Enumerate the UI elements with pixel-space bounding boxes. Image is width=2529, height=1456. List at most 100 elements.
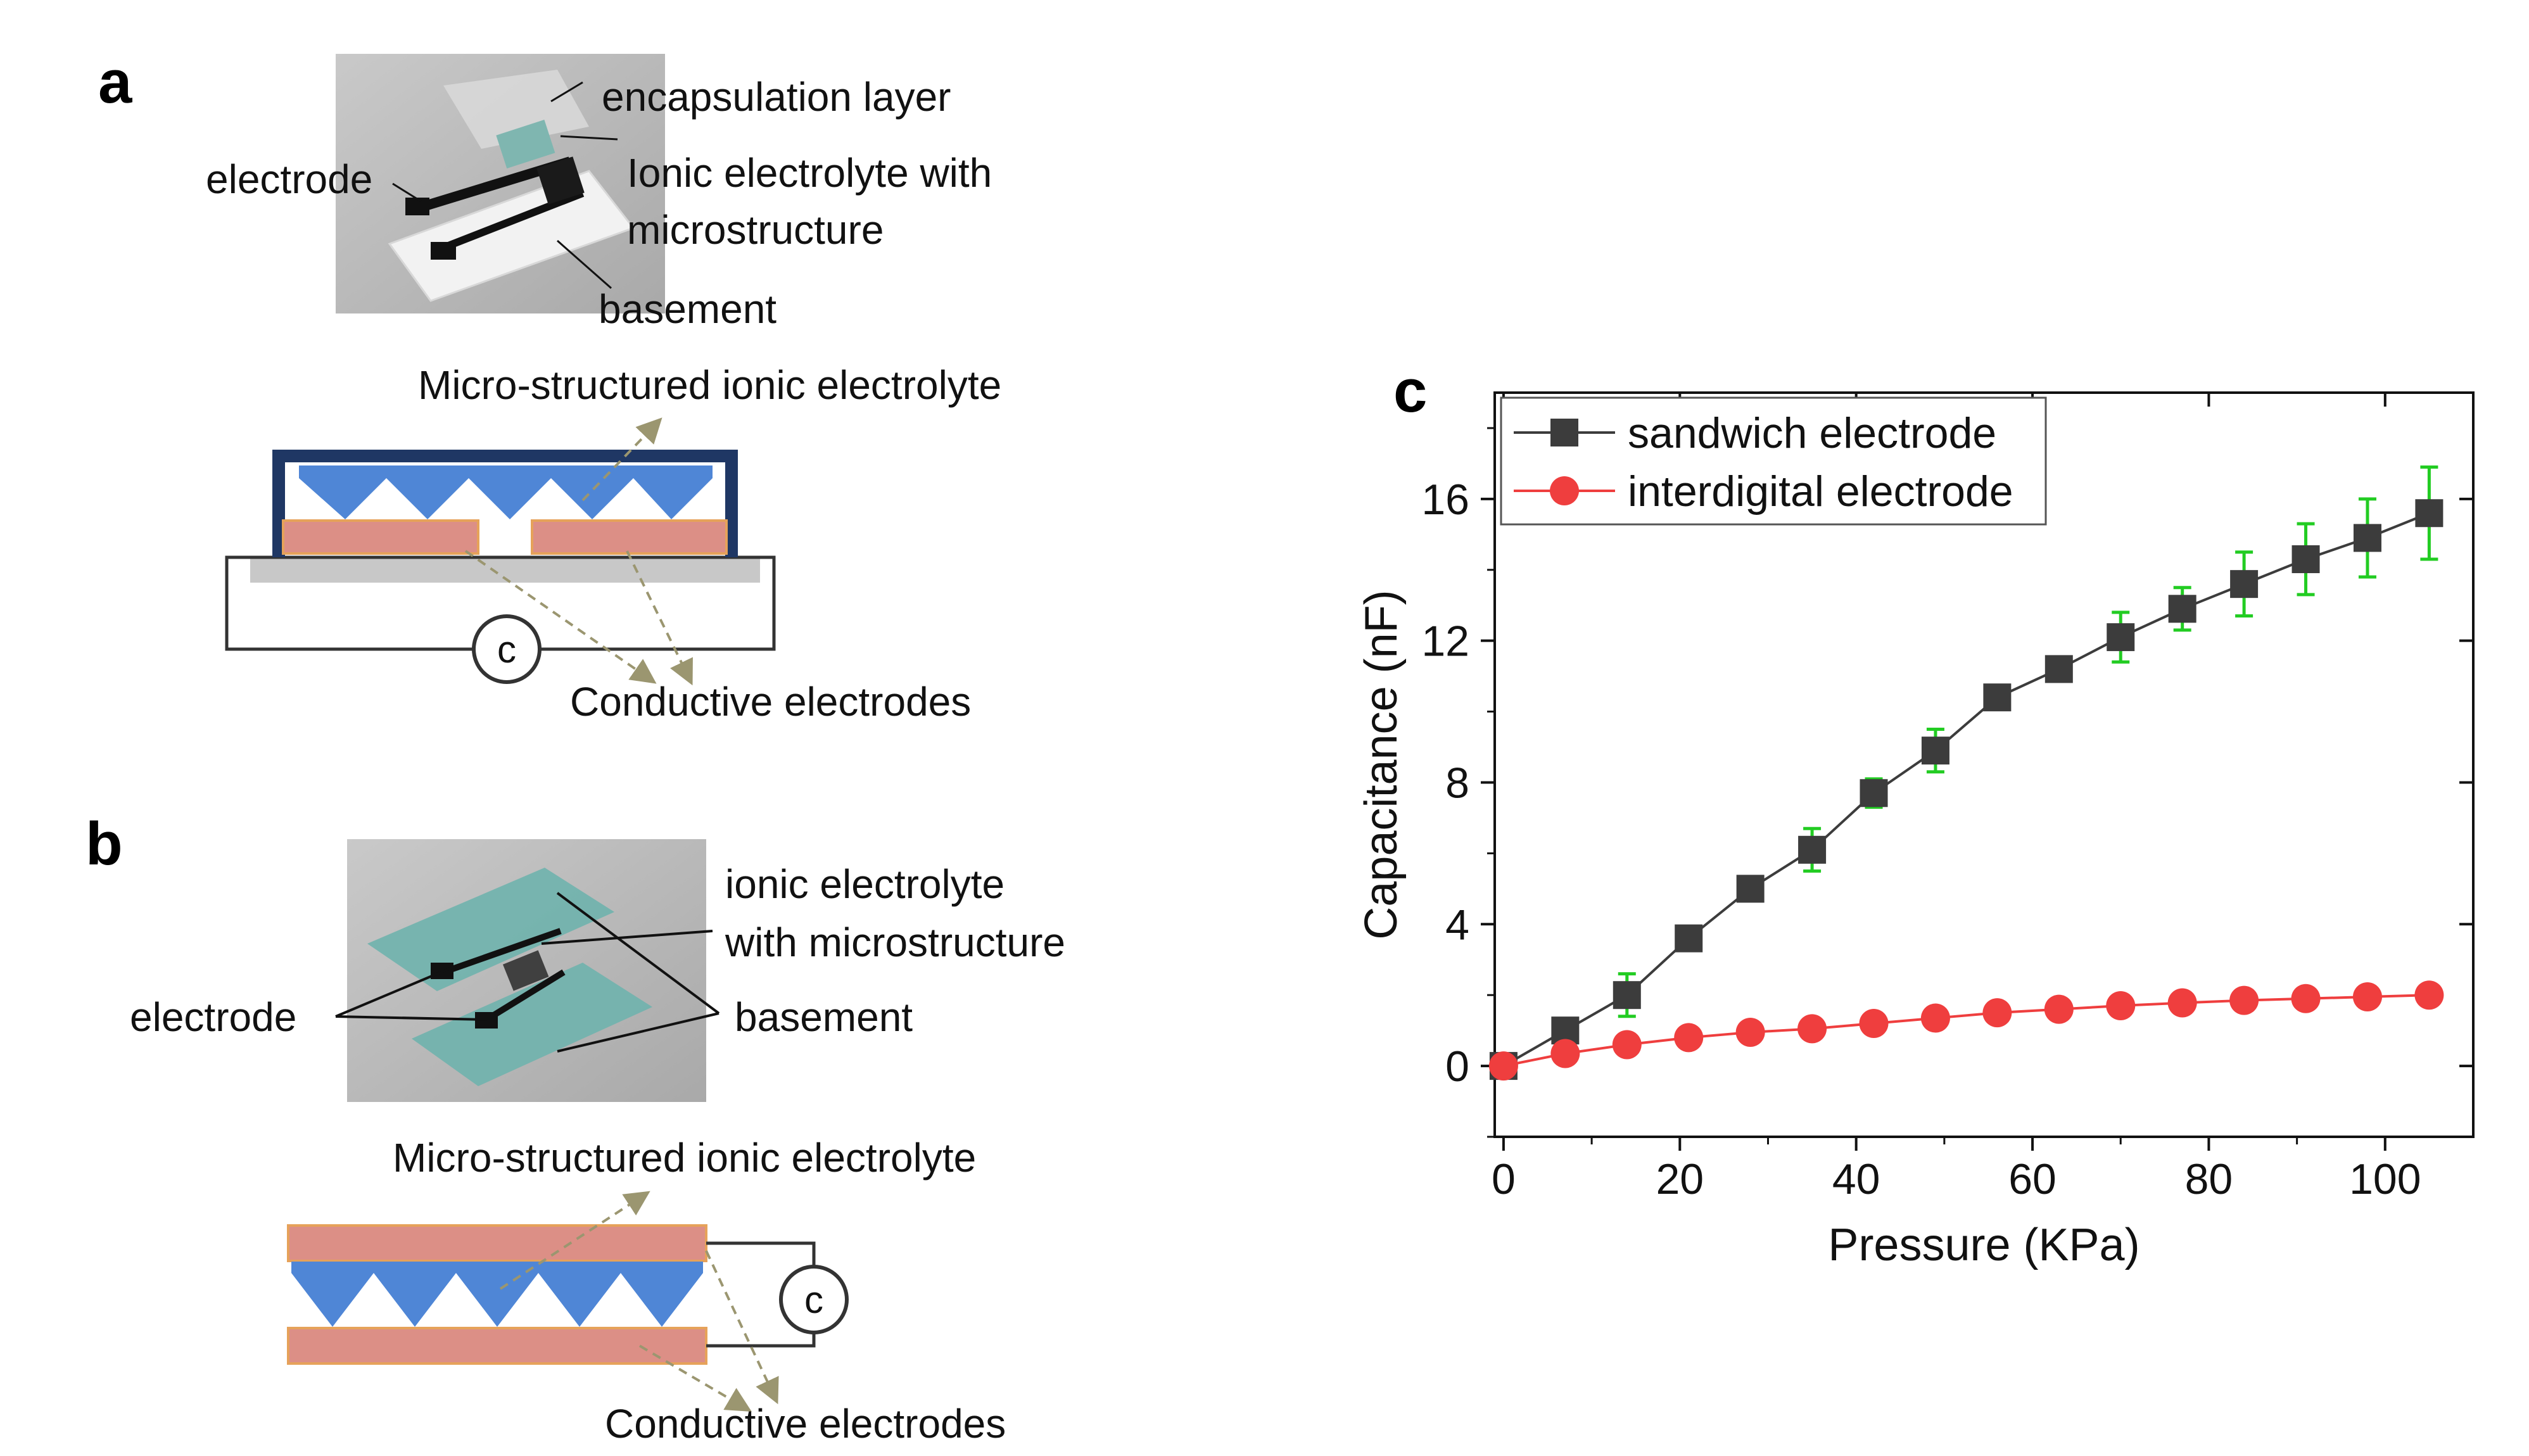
y-tick-label: 0 [1445, 1042, 1469, 1091]
panel-b-electrolyte [291, 1262, 703, 1327]
leader-encapsulation [550, 81, 583, 103]
panel-a-electrode-left [282, 519, 479, 555]
y-tick-label: 4 [1445, 901, 1469, 949]
panel-a-label: a [98, 48, 132, 116]
panel-b-top-sheet [367, 868, 614, 991]
panel-a-electrode-pad-2 [431, 242, 456, 260]
data-point-circle [1982, 998, 2012, 1028]
y-tick-label: 16 [1421, 476, 1469, 524]
leader-b-electrode-2 [335, 1015, 488, 1021]
panel-a-schematic: c [225, 417, 776, 686]
panel-a-electrolyte [299, 465, 713, 519]
label-b-basement: basement [735, 994, 913, 1040]
panel-a-arrow-bottom-1 [464, 550, 657, 684]
data-point-circle [2414, 980, 2444, 1010]
data-point-square [1921, 737, 1949, 765]
x-tick-label: 40 [1832, 1155, 1880, 1203]
x-tick-label: 60 [2008, 1155, 2057, 1203]
series-line-0 [1502, 512, 2430, 1067]
legend-marker-circle [1550, 476, 1579, 505]
panel-b-electrode-top [287, 1224, 707, 1262]
legend-label-1: interdigital electrode [1628, 467, 2013, 516]
panel-a-electrode-comb [536, 156, 585, 205]
data-point-square [1736, 875, 1765, 903]
panel-a-ionic-patch [496, 120, 555, 169]
leader-b-basement-1 [556, 892, 720, 1015]
leader-b-electrode-1 [335, 965, 457, 1018]
panel-b-electrode-bottom [287, 1327, 707, 1365]
panel-a: a encapsulation layer electrode Ionic el… [98, 48, 1001, 725]
leader-electrode [392, 182, 422, 203]
data-point-circle [1920, 1003, 1950, 1033]
legend-box [1500, 396, 2047, 526]
leader-ionic [560, 135, 618, 141]
data-point-circle [2352, 982, 2382, 1011]
panel-b-schematic: c [287, 1191, 849, 1412]
label-ionic-line1: Ionic electrolyte with [627, 150, 992, 196]
data-point-square [1613, 981, 1641, 1010]
x-tick-label: 80 [2185, 1155, 2233, 1203]
panel-a-meter [472, 614, 542, 684]
data-point-square [1798, 835, 1827, 864]
panel-b-photo [347, 839, 706, 1102]
data-point-circle [1612, 1030, 1642, 1060]
legend-marker-square [1550, 419, 1578, 446]
label-b-electrode: electrode [130, 994, 296, 1040]
y-axis-label: Capacitance (nF) [1356, 590, 1407, 939]
panel-b-arrow-bottom-2 [705, 1250, 779, 1405]
y-tick-label: 12 [1421, 617, 1469, 666]
panel-b-label: b [86, 810, 123, 878]
data-point-circle [1859, 1008, 1889, 1038]
data-point-circle [1674, 1023, 1704, 1053]
data-point-square [1983, 683, 2012, 712]
label-electrode: electrode [206, 156, 372, 202]
label-b-conductive: Conductive electrodes [605, 1401, 1006, 1447]
panel-a-encapsulation-frame [272, 450, 738, 557]
panel-a-basement-sheet [388, 170, 635, 302]
leader-basement [557, 239, 612, 289]
label-b-micro-structured: Micro-structured ionic electrolyte [393, 1135, 976, 1181]
x-axis-label: Pressure (KPa) [1828, 1220, 2139, 1270]
data-point-circle [2106, 991, 2136, 1020]
label-encapsulation-layer: encapsulation layer [602, 74, 951, 120]
data-point-circle [2167, 988, 2197, 1018]
data-point-square [1675, 924, 1703, 953]
data-point-circle [1797, 1014, 1827, 1044]
label-b-ionic-line2: with microstructure [725, 920, 1065, 965]
panel-b-arrow-bottom-1 [638, 1345, 752, 1412]
data-point-circle [2291, 984, 2321, 1013]
panel-b: b ionic electrolyte with microstructure … [86, 810, 1065, 1447]
panel-b-electrolyte-patch [502, 950, 549, 991]
panel-b-meter-label: c [804, 1279, 823, 1321]
panel-a-electrode-trace-2 [435, 189, 585, 254]
label-a-micro-structured: Micro-structured ionic electrolyte [418, 362, 1001, 408]
data-point-square [2044, 655, 2073, 683]
leader-b-ionic-1 [541, 930, 713, 945]
x-tick-label: 100 [2349, 1155, 2421, 1203]
data-point-square [2353, 524, 2381, 552]
data-point-square [2291, 545, 2320, 573]
x-tick-label: 20 [1656, 1155, 1704, 1203]
panel-b-bottom-sheet [412, 963, 652, 1086]
data-point-circle [2044, 994, 2074, 1024]
data-point-circle [1550, 1039, 1580, 1068]
panel-b-meter [779, 1265, 849, 1334]
panel-a-electrode-pad-1 [405, 198, 429, 215]
label-a-conductive: Conductive electrodes [570, 679, 971, 725]
panel-b-trace-1 [442, 928, 562, 975]
x-tick-label: 0 [1492, 1155, 1516, 1203]
panel-a-photo [336, 54, 665, 313]
label-ionic-line2: microstructure [627, 207, 884, 253]
data-point-square [2230, 570, 2259, 598]
data-point-circle [1488, 1051, 1518, 1081]
legend-label-0: sandwich electrode [1628, 409, 1996, 457]
data-point-square [2415, 499, 2443, 528]
data-point-square [2107, 623, 2135, 652]
data-point-square [1860, 779, 1888, 807]
y-tick-label: 8 [1445, 759, 1469, 807]
panel-a-encapsulation-sheet [443, 70, 589, 149]
plot-frame [1493, 391, 2475, 1138]
